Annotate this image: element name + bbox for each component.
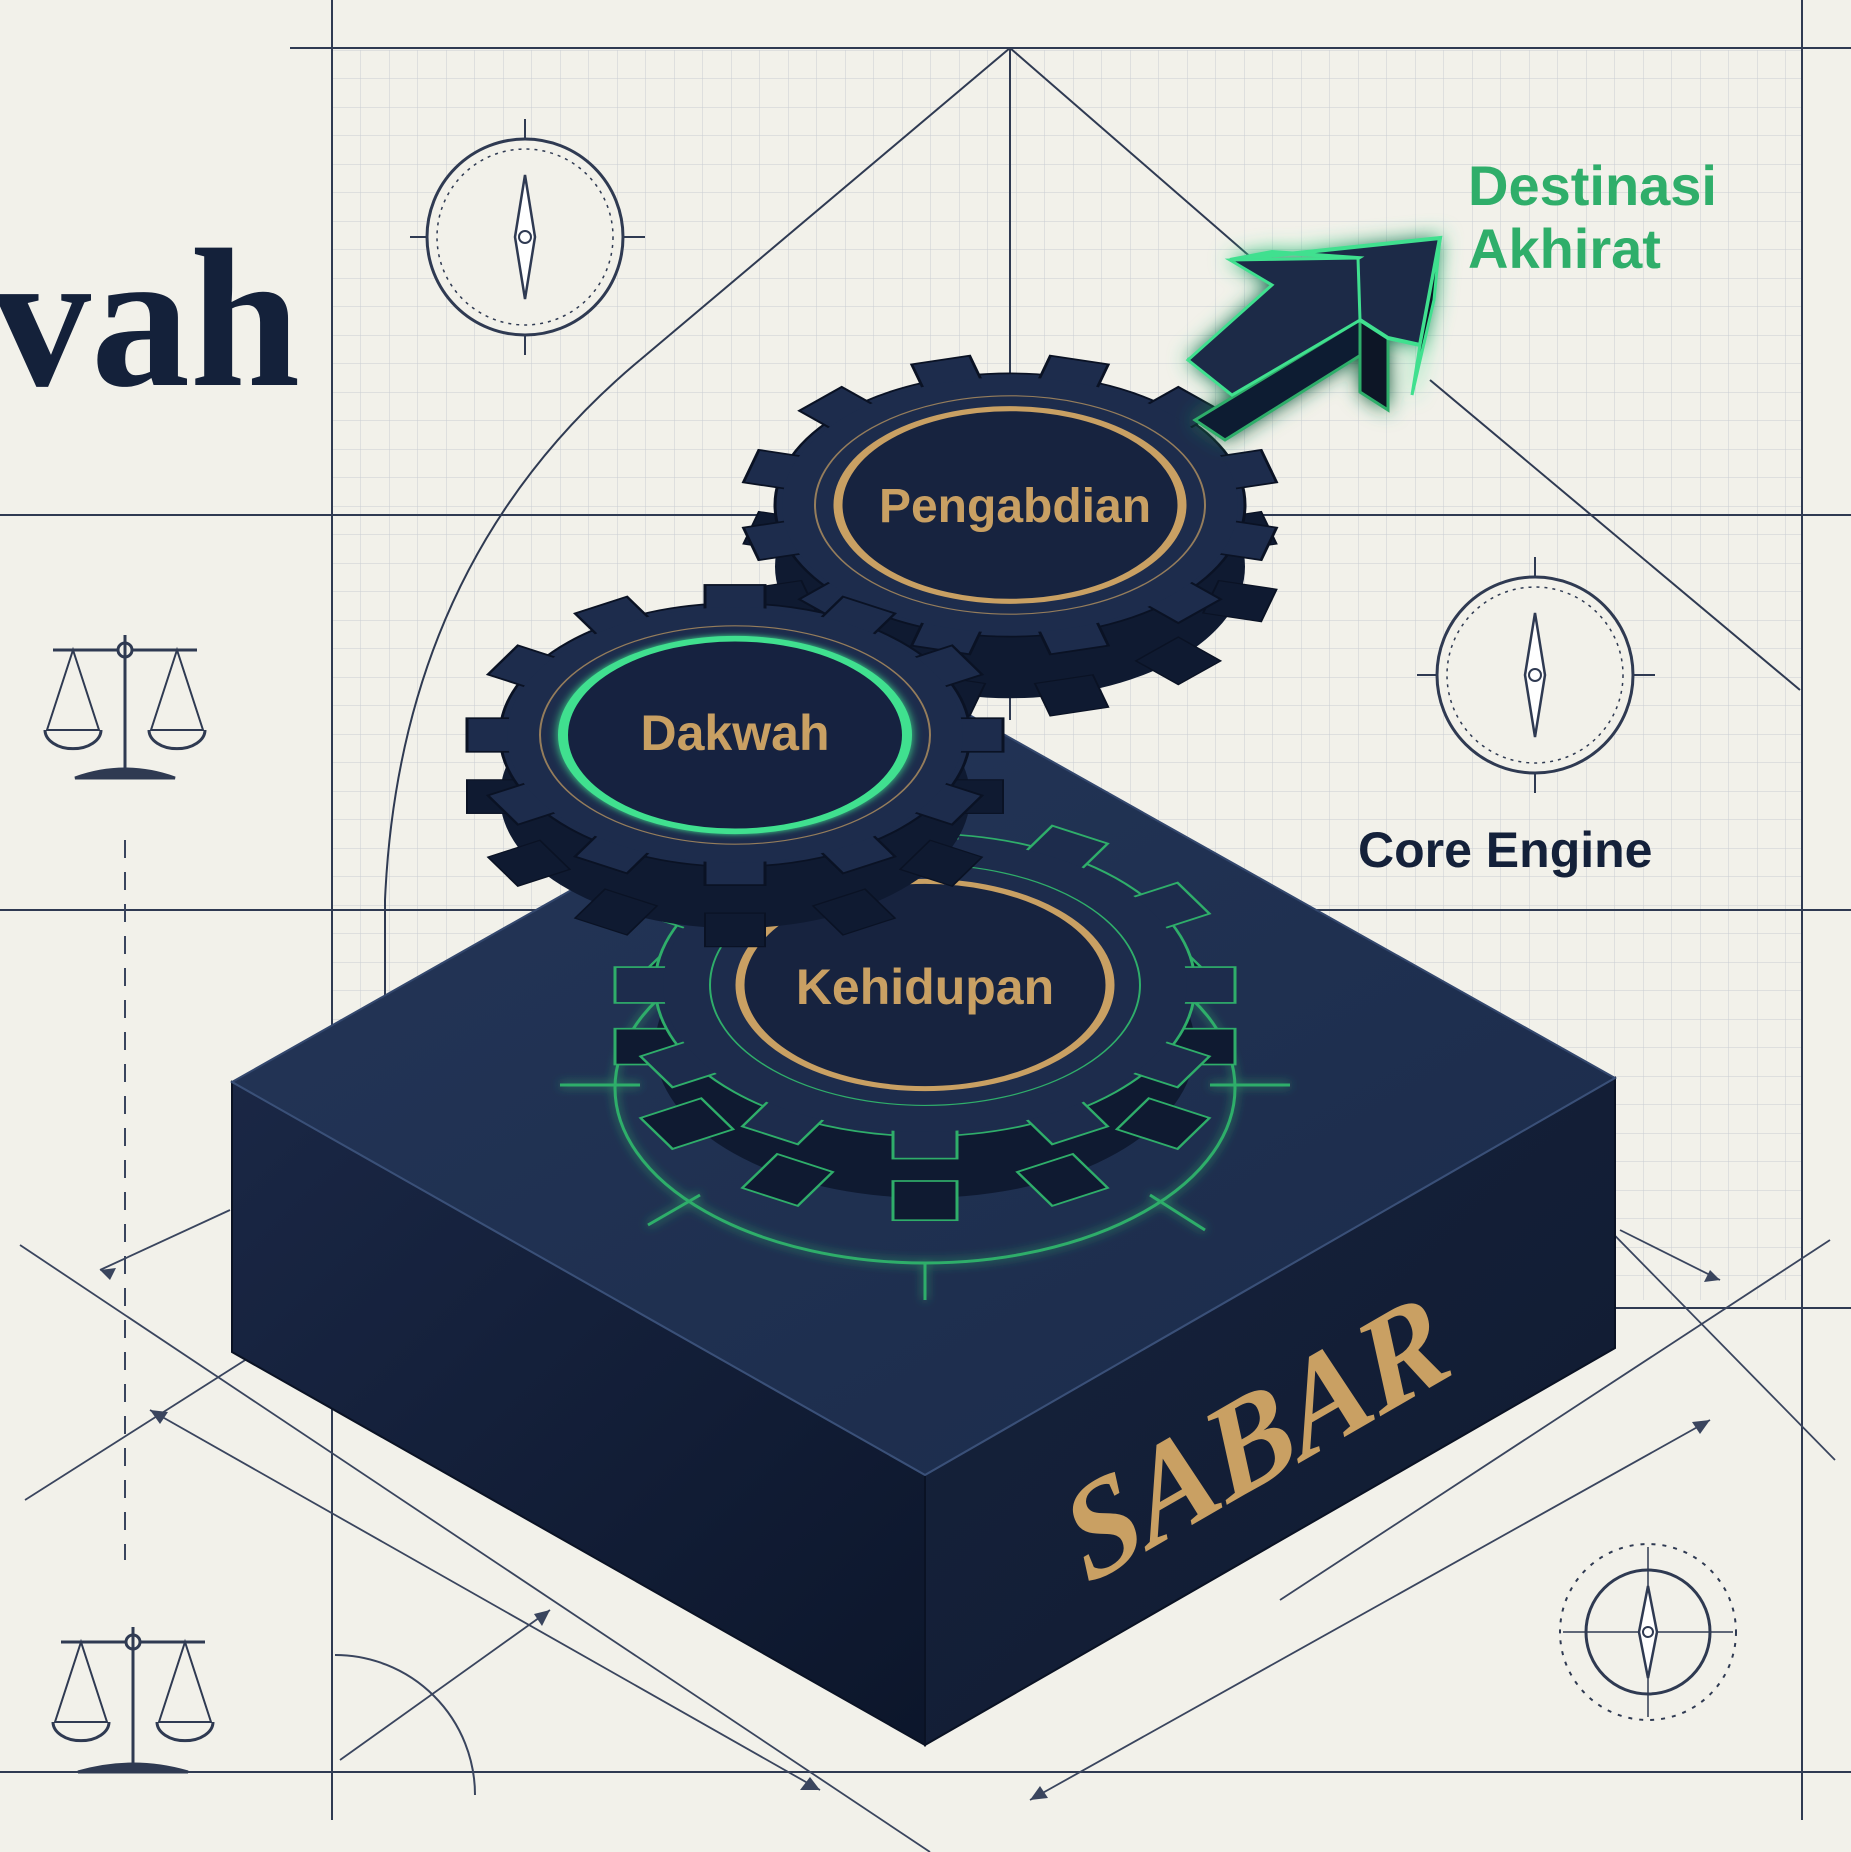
destination-label-line1: Destinasi (1468, 154, 1717, 217)
scale-icon (51, 1627, 215, 1774)
page-title-fragment: vah (0, 209, 300, 428)
gear-label-dakwah: Dakwah (641, 705, 830, 761)
compass-icon (1417, 557, 1655, 793)
core-engine-label: Core Engine (1358, 822, 1652, 878)
destination-label-line2: Akhirat (1468, 217, 1661, 280)
compass-icon (410, 119, 645, 355)
compass-icon (1559, 1543, 1737, 1721)
gear-label-pengabdian: Pengabdian (879, 480, 1151, 533)
scale-icon (43, 635, 207, 780)
gear-label-kehidupan: Kehidupan (796, 959, 1054, 1015)
gear-dakwah (465, 584, 1005, 948)
gear-pengabdian (741, 354, 1279, 717)
destination-arrow (1185, 235, 1443, 442)
